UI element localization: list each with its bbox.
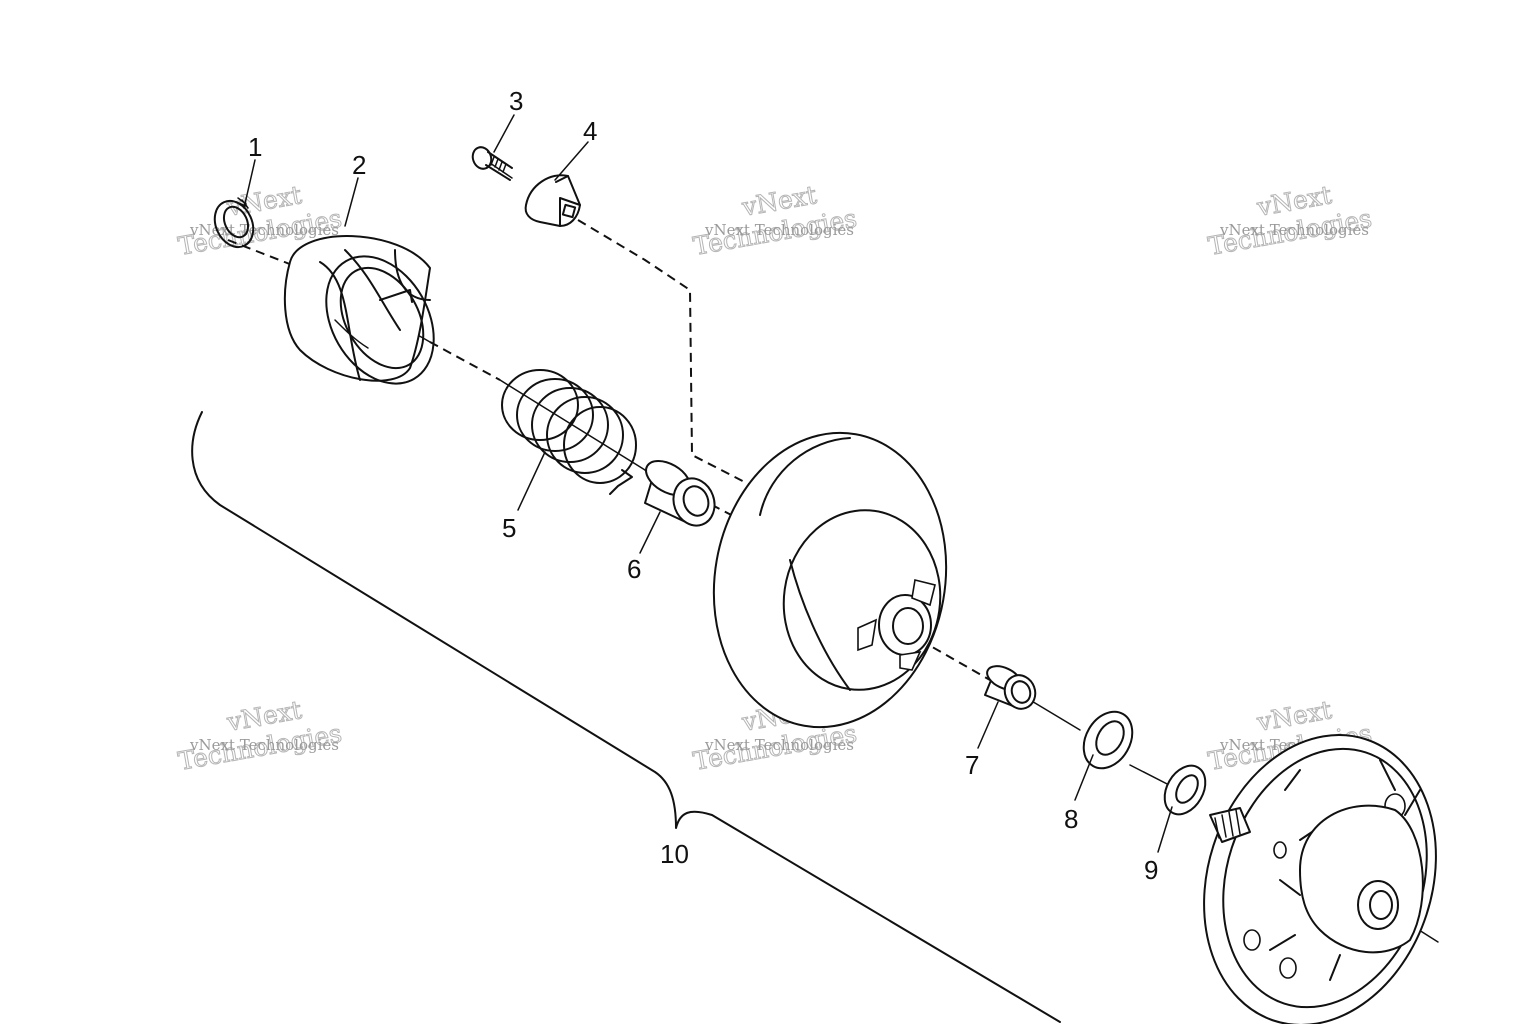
part-2-ramp-cup [283,235,435,385]
part-6-bushing [644,459,716,527]
leader-5 [517,451,546,511]
leader-1 [243,159,256,209]
watermark-top-right: Technologies vNext vNext Technologies [1206,180,1375,262]
assembly-bracket [191,411,1061,1023]
part-4-weight [524,174,581,227]
callout-2: 2 [352,150,366,180]
axis-segment-7 [919,639,991,681]
watermark-text-small: vNext Technologies [189,221,339,239]
part-8-washer [1082,710,1134,770]
axis-segment-2-5 [429,341,501,381]
leader-8 [1074,754,1094,801]
watermark-text-small: vNext Technologies [189,736,339,754]
leader-2 [344,177,359,227]
callout-6: 6 [627,554,641,584]
part-sheave-movable [712,431,948,729]
leader-6 [639,511,661,554]
axis-bolt-3 [489,162,513,179]
callout-10: 10 [660,839,689,869]
leader-3 [493,114,515,153]
watermark-bottom-left: Technologies vNext vNext Technologies [176,695,345,777]
part-sheave-fixed [1203,734,1437,1024]
callout-4: 4 [583,116,597,146]
leader-9 [1157,806,1173,853]
axis-segment-1-2 [227,239,301,269]
watermark-text-small: vNext Technologies [704,221,854,239]
callout-1: 1 [248,132,262,162]
callout-8: 8 [1064,804,1078,834]
part-7-bushing [984,665,1037,710]
watermark-text-small: vNext Technologies [704,736,854,754]
part-5-spring [501,369,637,495]
leader-lines [243,114,1173,853]
watermark-text-small: vNext Technologies [1219,221,1369,239]
part-9-washer [1163,764,1207,816]
watermark-top-center: Technologies vNext vNext Technologies [691,180,860,262]
callout-7: 7 [965,750,979,780]
callout-labels: 1 2 3 4 5 6 7 8 9 10 [248,86,1158,885]
part-1-snap-ring [213,197,255,249]
leader-7 [977,701,999,749]
callout-9: 9 [1144,855,1158,885]
part-3-bolt [471,146,513,181]
leader-4 [554,141,589,181]
callout-5: 5 [502,513,516,543]
watermarks: Technologies vNext vNext Technologies Te… [176,180,1375,777]
axis-pin-path [577,219,761,491]
callout-3: 3 [509,86,523,116]
axis-segment-8 [1029,699,1081,731]
